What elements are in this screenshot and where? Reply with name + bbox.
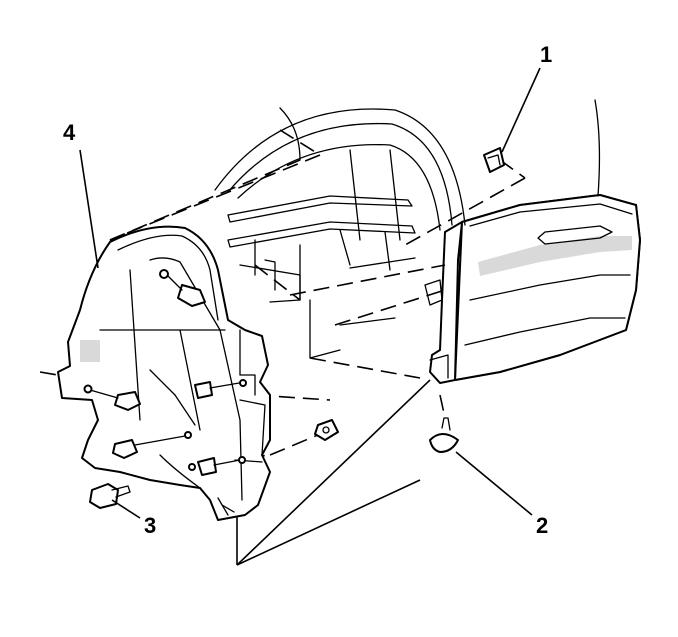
nut-clip bbox=[314, 419, 339, 441]
screw-middle bbox=[194, 379, 247, 399]
screw-lower bbox=[188, 456, 246, 476]
liner-edge-flange bbox=[424, 221, 463, 384]
bolt-lower bbox=[112, 431, 192, 459]
callout-leaders bbox=[79, 67, 541, 519]
bolt-left bbox=[83, 384, 141, 411]
fender-body bbox=[454, 99, 641, 381]
callout-1: 1 bbox=[540, 42, 552, 67]
screw-callout-2 bbox=[429, 417, 459, 453]
wheelhouse-liner bbox=[57, 225, 271, 521]
bolt-upper bbox=[159, 269, 206, 307]
callout-4: 4 bbox=[63, 120, 76, 145]
retainer-clip-1 bbox=[483, 147, 505, 173]
callout-labels: 1 2 3 4 bbox=[63, 42, 552, 538]
callout-3: 3 bbox=[144, 513, 156, 538]
callout-2: 2 bbox=[536, 513, 548, 538]
fasteners bbox=[83, 147, 505, 509]
bolt-callout-3 bbox=[89, 483, 131, 509]
